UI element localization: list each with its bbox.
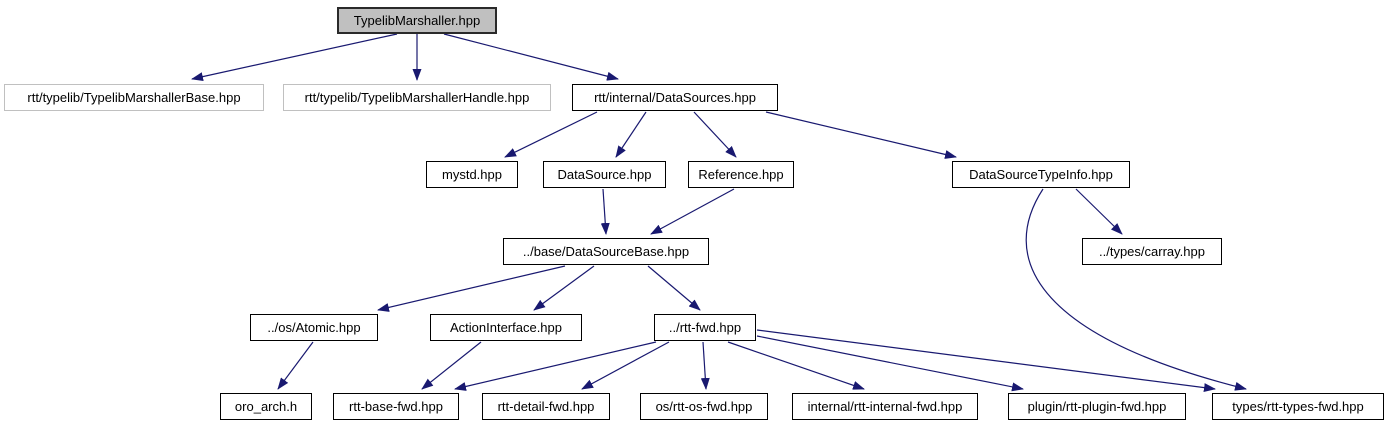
graph-node-rtt-types-fwd[interactable]: types/rtt-types-fwd.hpp bbox=[1212, 393, 1384, 420]
graph-node-rtt-os-fwd[interactable]: os/rtt-os-fwd.hpp bbox=[640, 393, 768, 420]
graph-node-carray[interactable]: ../types/carray.hpp bbox=[1082, 238, 1222, 265]
edge-root-to-datasources bbox=[443, 33, 619, 81]
graph-node-datasource-base[interactable]: ../base/DataSourceBase.hpp bbox=[503, 238, 709, 265]
graph-node-datasources[interactable]: rtt/internal/DataSources.hpp bbox=[572, 84, 778, 111]
graph-node-root: TypelibMarshaller.hpp bbox=[337, 7, 497, 34]
edge-datasources-to-mystd bbox=[504, 111, 598, 158]
edge-action-interface-to-rtt-base-fwd bbox=[421, 341, 482, 390]
edge-datasource-base-to-atomic bbox=[377, 265, 566, 312]
graph-node-mystd[interactable]: mystd.hpp bbox=[426, 161, 518, 188]
edge-datasources-to-datasource-typeinfo bbox=[765, 111, 957, 159]
edge-datasource-to-datasource-base bbox=[600, 188, 610, 235]
edge-datasource-typeinfo-to-carray bbox=[1075, 188, 1123, 235]
edge-datasources-to-reference bbox=[693, 111, 737, 158]
graph-node-reference[interactable]: Reference.hpp bbox=[688, 161, 794, 188]
graph-node-rtt-base-fwd[interactable]: rtt-base-fwd.hpp bbox=[333, 393, 459, 420]
edge-rtt-fwd-to-rtt-os-fwd bbox=[700, 341, 710, 390]
graph-node-rtt-internal-fwd[interactable]: internal/rtt-internal-fwd.hpp bbox=[792, 393, 978, 420]
edge-rtt-fwd-to-rtt-detail-fwd bbox=[581, 341, 670, 390]
graph-node-atomic[interactable]: ../os/Atomic.hpp bbox=[250, 314, 378, 341]
graph-node-rtt-fwd[interactable]: ../rtt-fwd.hpp bbox=[654, 314, 756, 341]
graph-node-rtt-plugin-fwd[interactable]: plugin/rtt-plugin-fwd.hpp bbox=[1008, 393, 1186, 420]
graph-node-datasource-typeinfo[interactable]: DataSourceTypeInfo.hpp bbox=[952, 161, 1130, 188]
edge-rtt-fwd-to-rtt-plugin-fwd bbox=[756, 335, 1024, 392]
edge-atomic-to-oro-arch bbox=[277, 341, 314, 390]
edge-rtt-fwd-to-rtt-internal-fwd bbox=[727, 341, 865, 390]
graph-node-oro-arch[interactable]: oro_arch.h bbox=[220, 393, 312, 420]
edge-root-to-typelib-marshaller-base bbox=[191, 33, 398, 82]
edge-rtt-fwd-to-rtt-base-fwd bbox=[454, 341, 657, 391]
graph-node-rtt-detail-fwd[interactable]: rtt-detail-fwd.hpp bbox=[482, 393, 610, 420]
edge-datasource-base-to-action-interface bbox=[533, 265, 595, 311]
edge-datasources-to-datasource bbox=[615, 111, 647, 158]
graph-node-datasource[interactable]: DataSource.hpp bbox=[543, 161, 666, 188]
edge-rtt-fwd-to-rtt-types-fwd bbox=[756, 329, 1216, 393]
graph-node-typelib-marshaller-base: rtt/typelib/TypelibMarshallerBase.hpp bbox=[4, 84, 264, 111]
graph-node-action-interface[interactable]: ActionInterface.hpp bbox=[430, 314, 582, 341]
edge-datasource-base-to-rtt-fwd bbox=[647, 265, 701, 311]
edge-datasource-typeinfo-to-rtt-types-fwd bbox=[1025, 188, 1247, 391]
graph-node-typelib-marshaller-handle: rtt/typelib/TypelibMarshallerHandle.hpp bbox=[283, 84, 551, 111]
edge-reference-to-datasource-base bbox=[650, 188, 735, 235]
